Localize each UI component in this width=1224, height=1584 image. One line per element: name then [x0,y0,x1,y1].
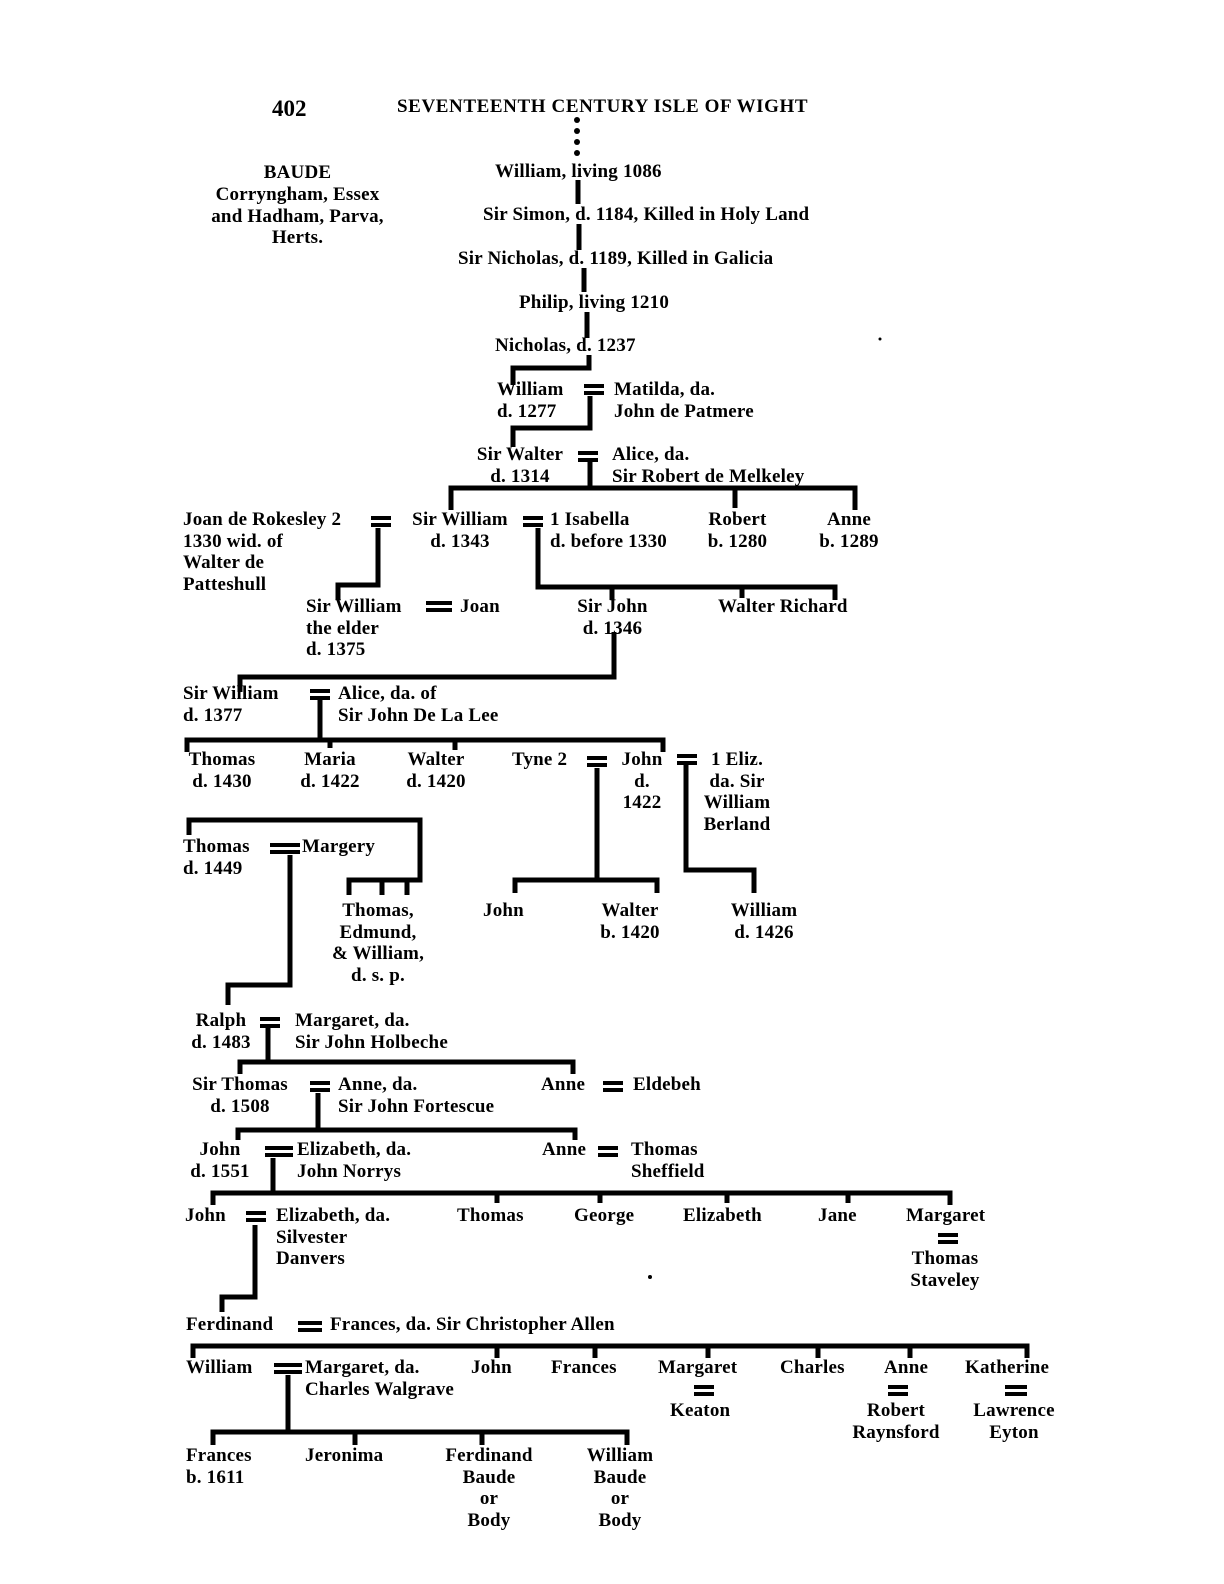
spouse: Thomas Staveley [910,1248,980,1291]
spouse: Frances, da. Sir Christopher Allen [330,1314,615,1335]
spouse: Joan [460,596,500,617]
person: John [185,1205,226,1226]
person: Walter Richard [718,596,848,617]
spouse: Margery [302,836,376,857]
spouse: Margaret, da. Charles Walgrave [305,1357,455,1400]
person: Maria d. 1422 [300,749,360,792]
person: Katherine [965,1357,1050,1378]
person: Anne b. 1289 [819,509,879,552]
spouse: Keaton [670,1400,731,1421]
person: Margaret [906,1205,986,1226]
spouse: 1 Isabella d. before 1330 [550,509,667,552]
person: Sir William d. 1343 [412,509,508,552]
person: William Baude or Body [586,1445,654,1531]
spouse: Anne, da. Sir John Fortescue [338,1074,495,1117]
marriage-symbols [246,384,1027,1396]
person: Walter b. 1420 [600,900,660,943]
person: Charles [780,1357,845,1378]
person: Margaret [658,1357,738,1378]
person: William d. 1426 [730,900,798,943]
spouse: Alice, da. Sir Robert de Melkeley [612,444,805,487]
running-title: SEVENTEENTH CENTURY ISLE OF WIGHT [397,96,809,117]
spouse: Eldebeh [633,1074,701,1095]
spouse: Alice, da. of Sir John De La Lee [338,683,499,726]
spouse: Margaret, da. Sir John Holbeche [295,1010,448,1053]
person: Philip, living 1210 [519,292,670,313]
person: Anne [884,1357,929,1378]
person: Ferdinand Baude or Body [445,1445,533,1531]
spouse: Matilda, da. John de Patmere [614,379,754,422]
person: Robert b. 1280 [707,509,768,552]
person: John d. 1551 [190,1139,250,1182]
person: Thomas d. 1449 [183,836,250,879]
spouse: Lawrence Eyton [973,1400,1055,1443]
person: Jane [818,1205,857,1226]
spouse: 1 Eliz. da. Sir William Berland [703,749,771,835]
person: Anne [542,1139,587,1160]
person: John [471,1357,512,1378]
person: John [483,900,524,921]
person: Walter d. 1420 [406,749,466,792]
page-number: 402 [272,96,307,121]
spouse: Robert Raynsford [852,1400,940,1443]
family-title: BAUDE [263,162,332,183]
person: John d. 1422 [621,749,663,813]
spouse: Joan de Rokesley 2 1330 wid. of Walter d… [183,509,342,595]
person: Ralph d. 1483 [191,1010,251,1053]
person: George [574,1205,635,1226]
person: Thomas d. 1430 [188,749,256,792]
person: Sir William d. 1377 [183,683,279,726]
person: Thomas [457,1205,524,1226]
person: Anne [541,1074,586,1095]
person: Ferdinand [186,1314,274,1335]
person: Nicholas, d. 1237 [495,335,636,356]
person: Sir Thomas d. 1508 [192,1074,288,1117]
person: Sir Nicholas, d. 1189, Killed in Galicia [458,248,774,269]
person: William d. 1277 [497,379,564,422]
person: Sir Walter d. 1314 [476,444,564,487]
person: Sir John d. 1346 [577,596,648,639]
spouse: Tyne 2 [512,749,568,770]
family-places: Corryngham, Essex and Hadham, Parva, Her… [211,184,384,248]
spouse: Elizabeth, da. Silvester Danvers [276,1205,391,1269]
person: William, living 1086 [495,161,662,182]
person: Frances [551,1357,617,1378]
person: Thomas, Edmund, & William, d. s. p. [331,900,425,986]
person: Frances b. 1611 [186,1445,252,1488]
person: William [186,1357,253,1378]
spouse: Thomas Sheffield [631,1139,705,1182]
person: Sir William the elder d. 1375 [306,596,402,660]
person: Elizabeth [683,1205,762,1226]
spouse: Elizabeth, da. John Norrys [297,1139,412,1182]
person: Sir Simon, d. 1184, Killed in Holy Land [483,204,810,225]
person: Jeronima [305,1445,384,1466]
